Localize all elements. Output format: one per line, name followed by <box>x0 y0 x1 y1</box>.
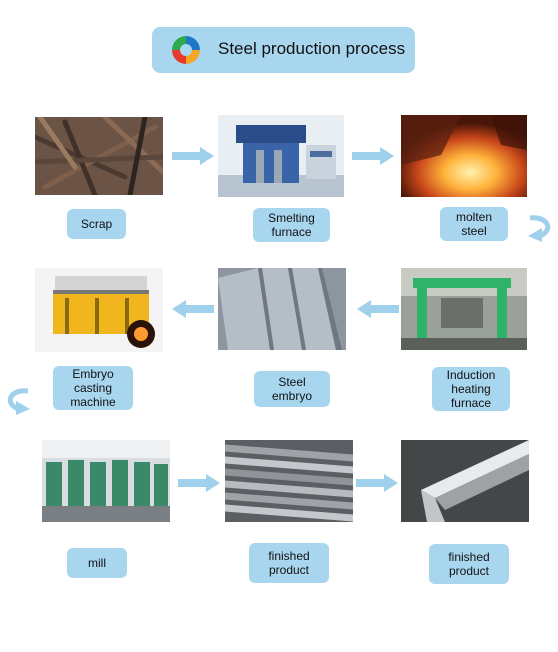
arrow-right-icon <box>172 147 214 165</box>
step-label-steel-embryo: Steel embryo <box>254 371 330 407</box>
arrow-left-icon <box>357 300 399 318</box>
molten-steel-image <box>401 115 527 197</box>
step-label-finished-product-1: finished product <box>249 543 329 583</box>
swirl-logo-icon <box>168 32 204 68</box>
smelting-furnace-image <box>218 115 344 197</box>
step-label-scrap: Scrap <box>67 209 126 239</box>
arrow-left-icon <box>172 300 214 318</box>
step-label-induction-furnace: Induction heating furnace <box>432 367 510 411</box>
rebar-image <box>225 440 353 522</box>
induction-furnace-image <box>401 268 527 350</box>
step-label-mill: mill <box>67 548 127 578</box>
mill-image <box>42 440 170 522</box>
step-label-smelting-furnace: Smelting furnace <box>253 208 330 242</box>
steel-embryo-image <box>218 268 346 350</box>
step-label-finished-product-2: finished product <box>429 544 509 584</box>
step-label-casting-machine: Embryo casting machine <box>53 366 133 410</box>
title-banner: Steel production process <box>152 27 415 73</box>
page-title: Steel production process <box>218 39 405 59</box>
casting-machine-image <box>35 268 163 352</box>
step-label-molten-steel: molten steel <box>440 207 508 241</box>
curved-arrow-down-right-icon <box>2 385 32 415</box>
arrow-right-icon <box>352 147 394 165</box>
curved-arrow-down-left-icon <box>526 212 556 242</box>
arrow-right-icon <box>178 474 220 492</box>
scrap-image <box>35 117 163 195</box>
arrow-right-icon <box>356 474 398 492</box>
angle-steel-image <box>401 440 529 522</box>
